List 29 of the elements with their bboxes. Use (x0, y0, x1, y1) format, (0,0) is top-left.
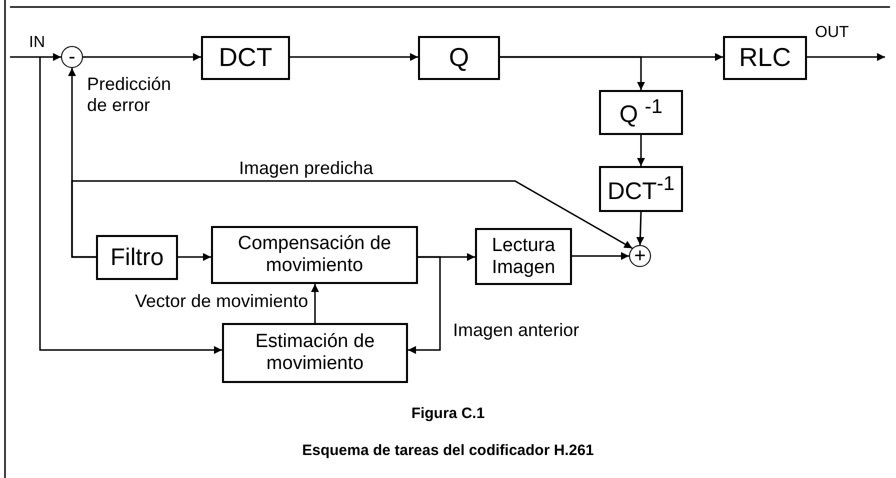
arrow (408, 256, 441, 354)
process-box: Compensación de movimiento (211, 226, 418, 284)
arrow (311, 284, 319, 323)
edge-label: Imagen predicha (238, 158, 374, 179)
arrow (83, 53, 201, 61)
arrow (10, 53, 61, 61)
arrow (39, 56, 222, 354)
arrow (290, 53, 418, 61)
process-box: DCT$^{-1}$ (599, 166, 683, 212)
arrow (807, 53, 885, 61)
arrow (636, 212, 644, 246)
process-box: Filtro (96, 235, 178, 280)
edge-label: Imagen anterior (452, 320, 580, 341)
arrow (178, 253, 211, 261)
process-box: Q (418, 36, 500, 80)
caption: Esquema de tareas del codificador H.261 (301, 442, 595, 459)
caption-heading: Figura C.1 (410, 405, 486, 422)
arrow (572, 252, 629, 260)
free-label: Predicción de error (86, 74, 172, 116)
adder-circle: + (629, 245, 651, 267)
subtractor-circle: - (61, 46, 83, 68)
arrow (71, 180, 633, 258)
arrow (637, 135, 645, 166)
process-box: DCT (201, 36, 290, 80)
process-box: RLC (723, 36, 807, 80)
arrow (500, 56, 645, 90)
process-box: Estimación de movimiento (222, 323, 408, 383)
process-box: Q $^{-1}$ (599, 90, 683, 135)
process-box: Lectura Imagen (475, 228, 572, 285)
